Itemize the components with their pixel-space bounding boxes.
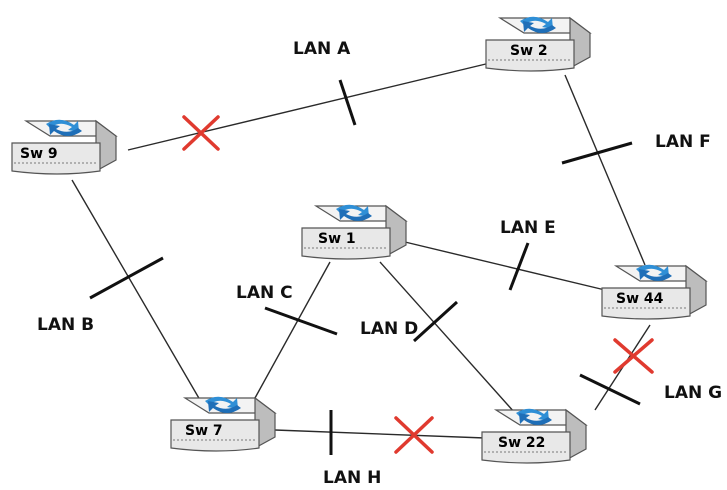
lan-a-tick <box>338 79 357 126</box>
switch-label: Sw 1 <box>318 231 356 247</box>
lan-f-label: LAN F <box>655 132 711 152</box>
blocked-port-lan-h <box>394 416 434 454</box>
link-lan-c <box>254 261 331 399</box>
lan-e-tick <box>508 242 530 291</box>
link-lan-e <box>404 241 606 291</box>
lan-b-tick <box>89 256 164 300</box>
switch-label: Sw 7 <box>185 423 223 439</box>
link-lan-a <box>127 62 491 151</box>
lan-e-label: LAN E <box>500 218 556 238</box>
lan-h-label: LAN H <box>323 468 381 488</box>
lan-d-tick <box>412 300 459 343</box>
lan-f-tick <box>561 141 633 165</box>
switch-sw7[interactable]: Sw 7 <box>170 396 276 452</box>
switch-label: Sw 22 <box>498 435 545 451</box>
link-lan-d <box>379 261 516 414</box>
switch-label: Sw 2 <box>510 43 548 59</box>
blocked-port-lan-a <box>182 115 220 151</box>
lan-d-label: LAN D <box>360 319 418 339</box>
switch-label: Sw 9 <box>20 146 58 162</box>
lan-a-label: LAN A <box>293 39 351 59</box>
link-lan-f <box>564 74 646 266</box>
switch-label: Sw 44 <box>616 291 664 307</box>
blocked-port-lan-g <box>613 338 654 374</box>
lan-b-label: LAN B <box>37 315 94 335</box>
lan-c-tick <box>264 306 338 336</box>
link-lan-b <box>71 179 201 401</box>
switch-sw22[interactable]: Sw 22 <box>481 408 587 464</box>
switch-sw9[interactable]: Sw 9 <box>11 119 117 175</box>
lan-g-tick <box>579 373 641 406</box>
switch-sw2[interactable]: Sw 2 <box>485 16 591 72</box>
link-lan-h <box>274 429 486 439</box>
switch-sw1[interactable]: Sw 1 <box>301 204 407 260</box>
lan-g-label: LAN G <box>664 383 722 403</box>
lan-c-label: LAN C <box>236 283 293 303</box>
switch-sw44[interactable]: Sw 44 <box>601 264 707 320</box>
